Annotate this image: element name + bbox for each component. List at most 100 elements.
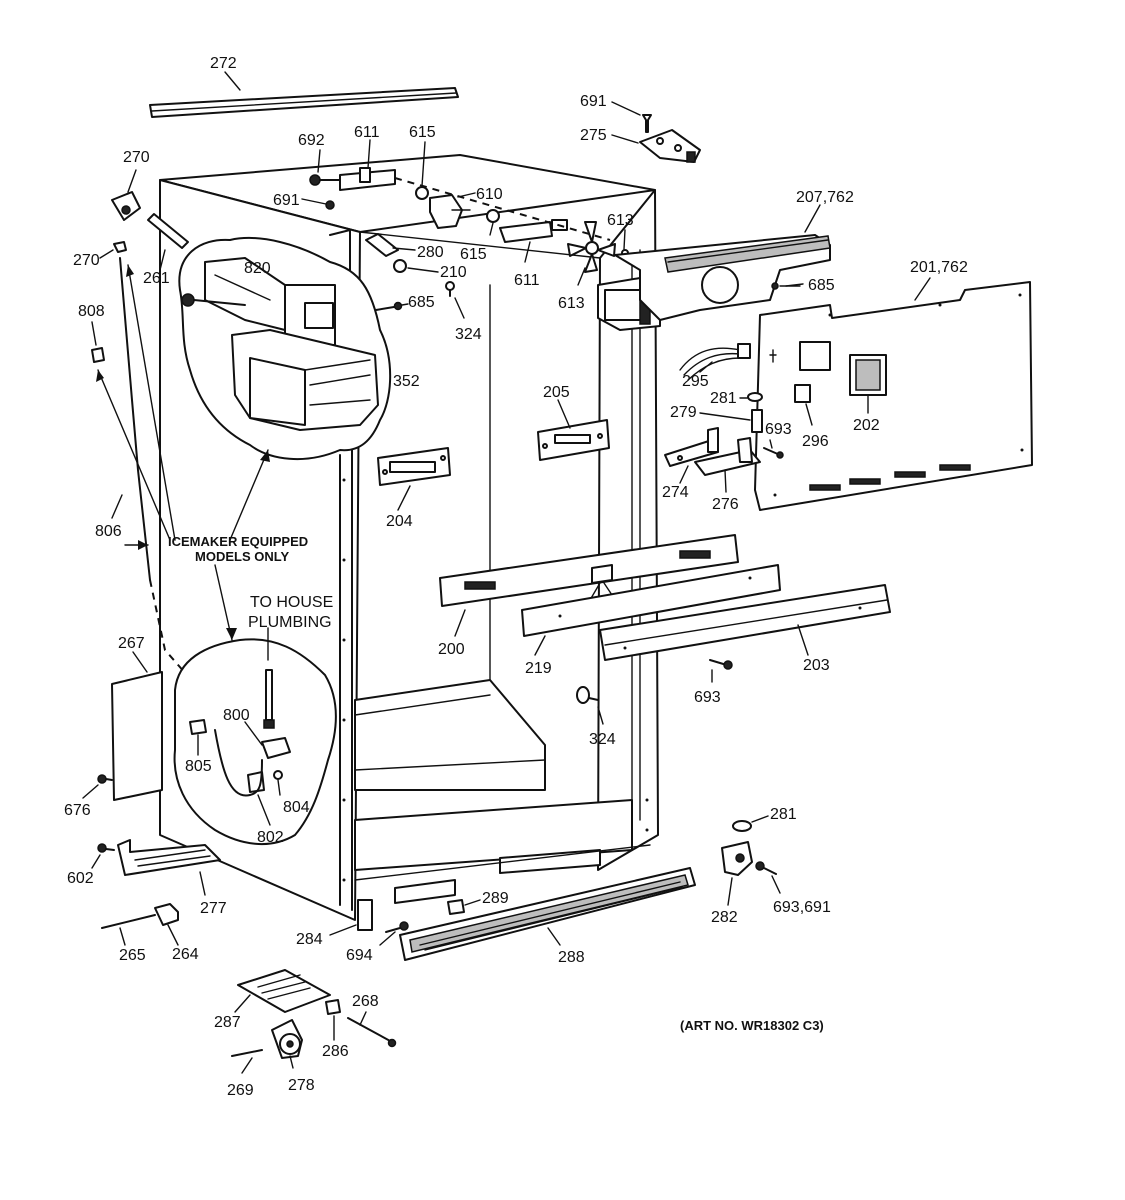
plumbing-note-line2: PLUMBING — [248, 614, 332, 631]
label-282: 282 — [711, 909, 738, 926]
icemaker-note-line2: MODELS ONLY — [195, 549, 289, 564]
bracket-274-276 — [664, 427, 761, 476]
label-615: 615 — [409, 124, 436, 141]
bracket-277 — [117, 839, 221, 876]
label-802: 802 — [257, 829, 284, 846]
roller-264 — [154, 903, 179, 926]
ice-bucket-352 — [231, 329, 379, 431]
label-615: 615 — [460, 246, 487, 263]
wire-harness-295 — [679, 343, 751, 381]
label-611: 611 — [354, 124, 380, 141]
label-268: 268 — [352, 993, 379, 1010]
label-276: 276 — [712, 496, 739, 513]
label-201-762: 201,762 — [910, 259, 968, 276]
label-613: 613 — [607, 212, 634, 229]
plumbing-note-line1: TO HOUSE — [250, 594, 333, 611]
hinge-282 — [721, 841, 753, 876]
label-324: 324 — [455, 326, 482, 343]
label-203: 203 — [803, 657, 830, 674]
label-324: 324 — [589, 731, 616, 748]
label-352: 352 — [393, 373, 420, 390]
label-264: 264 — [172, 946, 199, 963]
label-219: 219 — [525, 660, 552, 677]
label-275: 275 — [580, 127, 607, 144]
label-265: 265 — [119, 947, 146, 964]
label-267: 267 — [118, 635, 145, 652]
rail-219 — [521, 564, 781, 637]
panel-267 — [111, 671, 163, 801]
relay-296 — [794, 384, 811, 403]
hinge-275 — [639, 114, 701, 163]
label-693: 693 — [694, 689, 721, 706]
grille-288 — [399, 867, 696, 961]
part-labels: 272 691 275 270 692 611 615 610 691 615 … — [64, 55, 968, 1099]
label-274: 274 — [662, 484, 689, 501]
label-602: 602 — [67, 870, 94, 887]
roller-278 — [271, 1019, 303, 1059]
label-277: 277 — [200, 900, 227, 917]
label-288: 288 — [558, 949, 585, 966]
rail-203 — [599, 584, 891, 661]
label-202: 202 — [853, 417, 880, 434]
label-289: 289 — [482, 890, 509, 907]
mullion-200 — [439, 534, 739, 607]
label-692: 692 — [298, 132, 325, 149]
label-210: 210 — [440, 264, 467, 281]
bracket-205 — [537, 419, 610, 461]
label-691: 691 — [580, 93, 607, 110]
label-272: 272 — [210, 55, 237, 72]
label-820: 820 — [244, 260, 271, 277]
label-261: 261 — [143, 270, 170, 287]
duct-280 — [365, 233, 399, 257]
icemaker-note-line1: ICEMAKER EQUIPPED — [168, 534, 308, 549]
water-tube-806 — [119, 257, 151, 581]
bracket-204 — [377, 447, 451, 486]
plumbing-cutaway — [173, 627, 337, 846]
label-286: 286 — [322, 1043, 349, 1060]
evaporator-cover-207 — [614, 234, 831, 321]
label-270: 270 — [73, 252, 100, 269]
label-204: 204 — [386, 513, 413, 530]
label-279: 279 — [670, 404, 697, 421]
icemaker-cutaway — [178, 236, 392, 461]
fitting-270-261 — [111, 191, 189, 253]
label-613: 613 — [558, 295, 585, 312]
label-693: 693 — [765, 421, 792, 438]
label-200: 200 — [438, 641, 465, 658]
label-281: 281 — [710, 390, 737, 407]
label-693-691: 693,691 — [773, 899, 831, 916]
notes: ICEMAKER EQUIPPED MODELS ONLY TO HOUSE P… — [168, 534, 824, 1033]
label-207-762: 207,762 — [796, 189, 854, 206]
label-269: 269 — [227, 1082, 254, 1099]
grille-bracket-284 — [357, 899, 373, 931]
damper-assembly — [309, 167, 611, 243]
label-280: 280 — [417, 244, 444, 261]
label-685: 685 — [408, 294, 435, 311]
label-805: 805 — [185, 758, 212, 775]
label-806: 806 — [95, 523, 122, 540]
label-691: 691 — [273, 192, 300, 209]
label-295: 295 — [682, 373, 709, 390]
label-205: 205 — [543, 384, 570, 401]
label-610: 610 — [476, 186, 503, 203]
label-278: 278 — [288, 1077, 315, 1094]
back-panel-201 — [754, 277, 1033, 511]
label-685: 685 — [808, 277, 835, 294]
label-676: 676 — [64, 802, 91, 819]
label-611: 611 — [514, 272, 540, 289]
label-284: 284 — [296, 931, 323, 948]
icemaker-820 — [181, 257, 336, 346]
label-804: 804 — [283, 799, 310, 816]
label-287: 287 — [214, 1014, 241, 1031]
roller-plate-287 — [237, 969, 331, 1013]
art-number: (ART NO. WR18302 C3) — [680, 1018, 824, 1033]
label-808: 808 — [78, 303, 105, 320]
label-281: 281 — [770, 806, 797, 823]
label-270: 270 — [123, 149, 150, 166]
fan-motor-613 — [567, 221, 661, 331]
icemaker-note-arrows — [96, 264, 270, 641]
label-296: 296 — [802, 433, 829, 450]
label-800: 800 — [223, 707, 250, 724]
